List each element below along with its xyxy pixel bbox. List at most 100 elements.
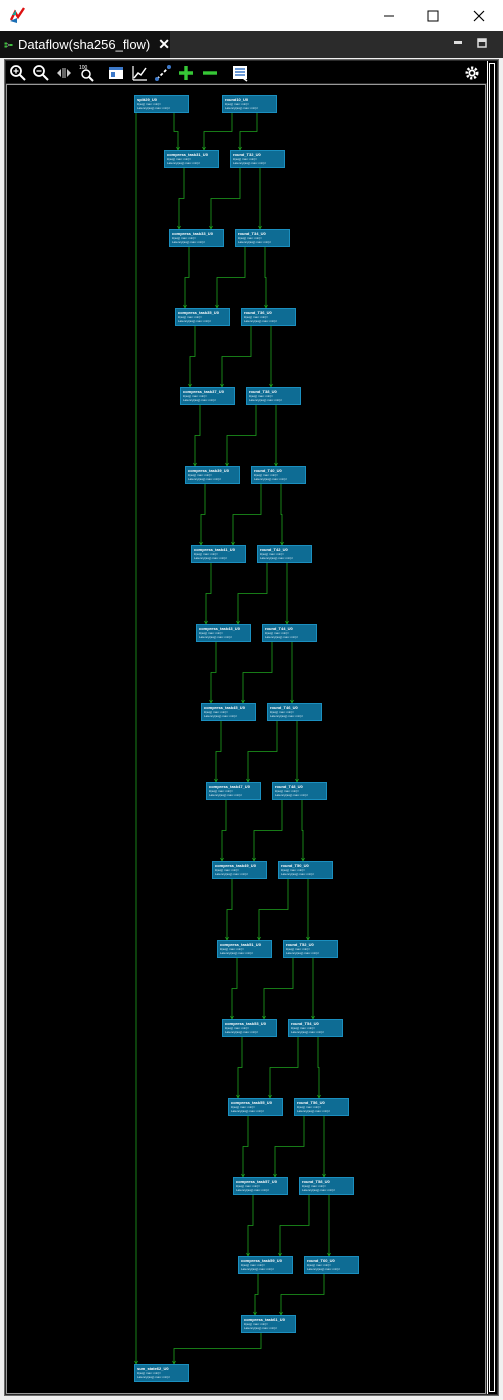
vertical-scrollbar[interactable] [487,61,497,1394]
zoom-out-icon[interactable] [32,64,50,82]
title-bar [0,0,503,31]
node-ii-line: ii(avg) max: min)= [270,710,294,714]
node-ii-line: ii(avg) max: min)= [291,1026,315,1030]
expand-icon[interactable] [177,64,195,82]
node-title: sum_state62_U0 [137,1366,169,1371]
node-latency-line: Latency(avg) max: min)= [233,161,267,165]
node-latency-line: Latency(avg) max: min)= [265,635,299,639]
zoom-fit-icon[interactable]: 100 [78,64,96,82]
maximize-icon [427,10,439,21]
minimize-button[interactable] [366,0,412,31]
node-title: round_T60_U0 [307,1258,335,1263]
node-latency-line: Latency(avg) max: min)= [215,872,249,876]
node-title: compress_task41_U0 [194,547,235,552]
node-title: compress_task39_U0 [188,468,229,473]
node-latency-line: Latency(avg) max: min)= [194,556,228,560]
node-title: compress_task59_U0 [241,1258,282,1263]
node-ii-line: ii(avg) max: min)= [265,631,289,635]
node-ii-line: ii(avg) max: min)= [225,1026,249,1030]
node-ii-line: ii(avg) max: min)= [209,789,233,793]
layout-icon[interactable] [107,64,125,82]
node-latency-line: Latency(avg) max: min)= [254,477,288,481]
node-ii-line: ii(avg) max: min)= [307,1263,331,1267]
node-latency-line: Latency(avg) max: min)= [270,714,304,718]
node-ii-line: ii(avg) max: min)= [241,1263,265,1267]
tab-dataflow[interactable]: Dataflow(sha256_flow) ✕ [0,31,170,58]
node-ii-line: ii(avg) max: min)= [183,394,207,398]
node-ii-line: ii(avg) max: min)= [260,552,284,556]
node-ii-line: ii(avg) max: min)= [137,1371,161,1375]
dataflow-canvas[interactable] [6,84,486,1394]
node-title: round10_U0 [225,97,249,102]
node-title: compress_task53_U0 [225,1021,266,1026]
node-latency-line: Latency(avg) max: min)= [241,1267,275,1271]
node-latency-line: Latency(avg) max: min)= [260,556,294,560]
node-title: compress_task43_U0 [199,626,240,631]
node-latency-line: Latency(avg) max: min)= [286,951,320,955]
fit-width-icon[interactable] [55,64,73,82]
node-title: round_T32_U0 [233,152,261,157]
tab-close-icon[interactable]: ✕ [158,36,170,52]
node-latency-line: Latency(avg) max: min)= [236,1188,270,1192]
tab-label: Dataflow(sha256_flow) [18,37,151,52]
chart-icon[interactable] [131,64,149,82]
list-icon[interactable] [231,64,249,82]
scrollbar-thumb[interactable] [489,63,495,1392]
route-icon[interactable] [154,64,172,82]
node-latency-line: Latency(avg) max: min)= [238,240,272,244]
maximize-view-icon[interactable] [476,37,488,49]
node-ii-line: ii(avg) max: min)= [233,157,257,161]
zoom-in-icon[interactable] [9,64,27,82]
node-title: compress_task47_U0 [209,784,250,789]
node-ii-line: ii(avg) max: min)= [231,1105,255,1109]
node-ii-line: ii(avg) max: min)= [178,315,202,319]
node-latency-line: Latency(avg) max: min)= [137,106,171,110]
node-title: compress_task51_U0 [220,942,261,947]
gear-icon[interactable] [463,64,481,82]
minimize-view-icon[interactable] [452,37,464,49]
collapse-icon[interactable] [201,64,219,82]
maximize-button[interactable] [410,0,456,31]
node-title: compress_task33_U0 [172,231,213,236]
node-title: compress_task35_U0 [178,310,219,315]
node-ii-line: ii(avg) max: min)= [172,236,196,240]
close-window-button[interactable] [456,0,502,31]
node-latency-line: Latency(avg) max: min)= [302,1188,336,1192]
node-latency-line: Latency(avg) max: min)= [244,319,278,323]
node-latency-line: Latency(avg) max: min)= [209,793,243,797]
